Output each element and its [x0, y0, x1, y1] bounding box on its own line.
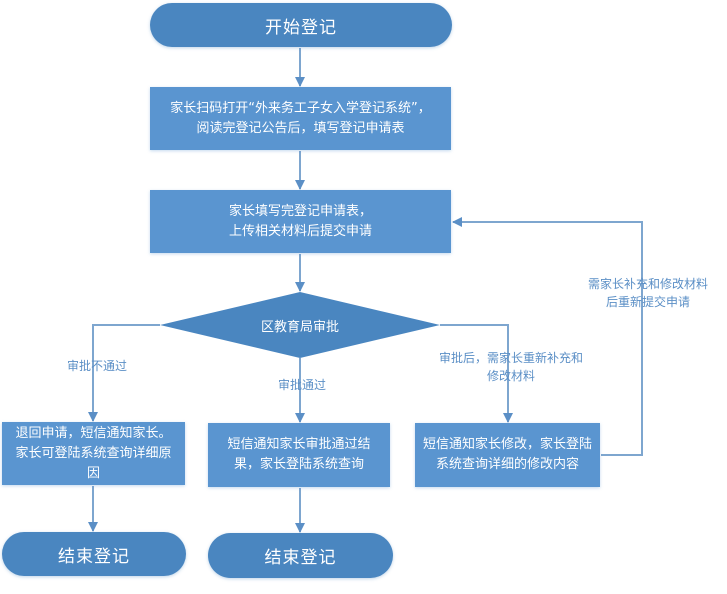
- submit-process-box: 家长填写完登记申请表， 上传相关材料后提交申请: [150, 190, 451, 253]
- end-left-label: 结束登记: [58, 546, 130, 567]
- rejected-label: 退回申请，短信通知家长。家长可登陆系统查询详细原因: [15, 425, 172, 481]
- end-middle-label: 结束登记: [264, 548, 337, 568]
- end-terminal-middle: 结束登记: [208, 533, 393, 578]
- revise-label: 短信通知家长修改，家长登陆系统查询详细的修改内容: [423, 437, 593, 472]
- approved-label: 短信通知家长审批通过结果，家长登陆系统查询: [227, 437, 371, 472]
- edge-label-approve: 审批通过: [277, 378, 326, 392]
- review-label: 区教育局审批: [260, 320, 339, 335]
- edge-revise-to-submit: [452, 217, 643, 456]
- submit-label-line2: 上传相关材料后提交申请: [228, 223, 372, 239]
- approved-process-box: 短信通知家长审批通过结果，家长登陆系统查询: [208, 423, 390, 487]
- scan-label: 家长扫码打开“外来务工子女入学登记系统”，阅读完登记公告后，填写登记申请表: [170, 100, 431, 136]
- rejected-process-box: 退回申请，短信通知家长。家长可登陆系统查询详细原因: [2, 422, 185, 485]
- start-terminal: 开始登记: [150, 3, 452, 47]
- scan-process-box: 家长扫码打开“外来务工子女入学登记系统”，阅读完登记公告后，填写登记申请表: [150, 87, 451, 150]
- edge-label-reject: 审批不通过: [66, 359, 127, 373]
- edge-review-to-revise: [440, 324, 513, 423]
- decision-diamond: [160, 292, 440, 358]
- edge-label-revise: 审批后，需家长重新补充和修改材料: [438, 351, 583, 383]
- revise-process-box: 短信通知家长修改，家长登陆系统查询详细的修改内容: [415, 423, 600, 487]
- edge-label-resubmit: 需家长补充和修改材料后重新提交申请: [587, 277, 708, 309]
- submit-label-line1: 家长填写完登记申请表，: [228, 203, 372, 219]
- start-label: 开始登记: [265, 17, 337, 38]
- edge-review-to-rejected: [88, 324, 160, 422]
- end-terminal-left: 结束登记: [2, 532, 186, 576]
